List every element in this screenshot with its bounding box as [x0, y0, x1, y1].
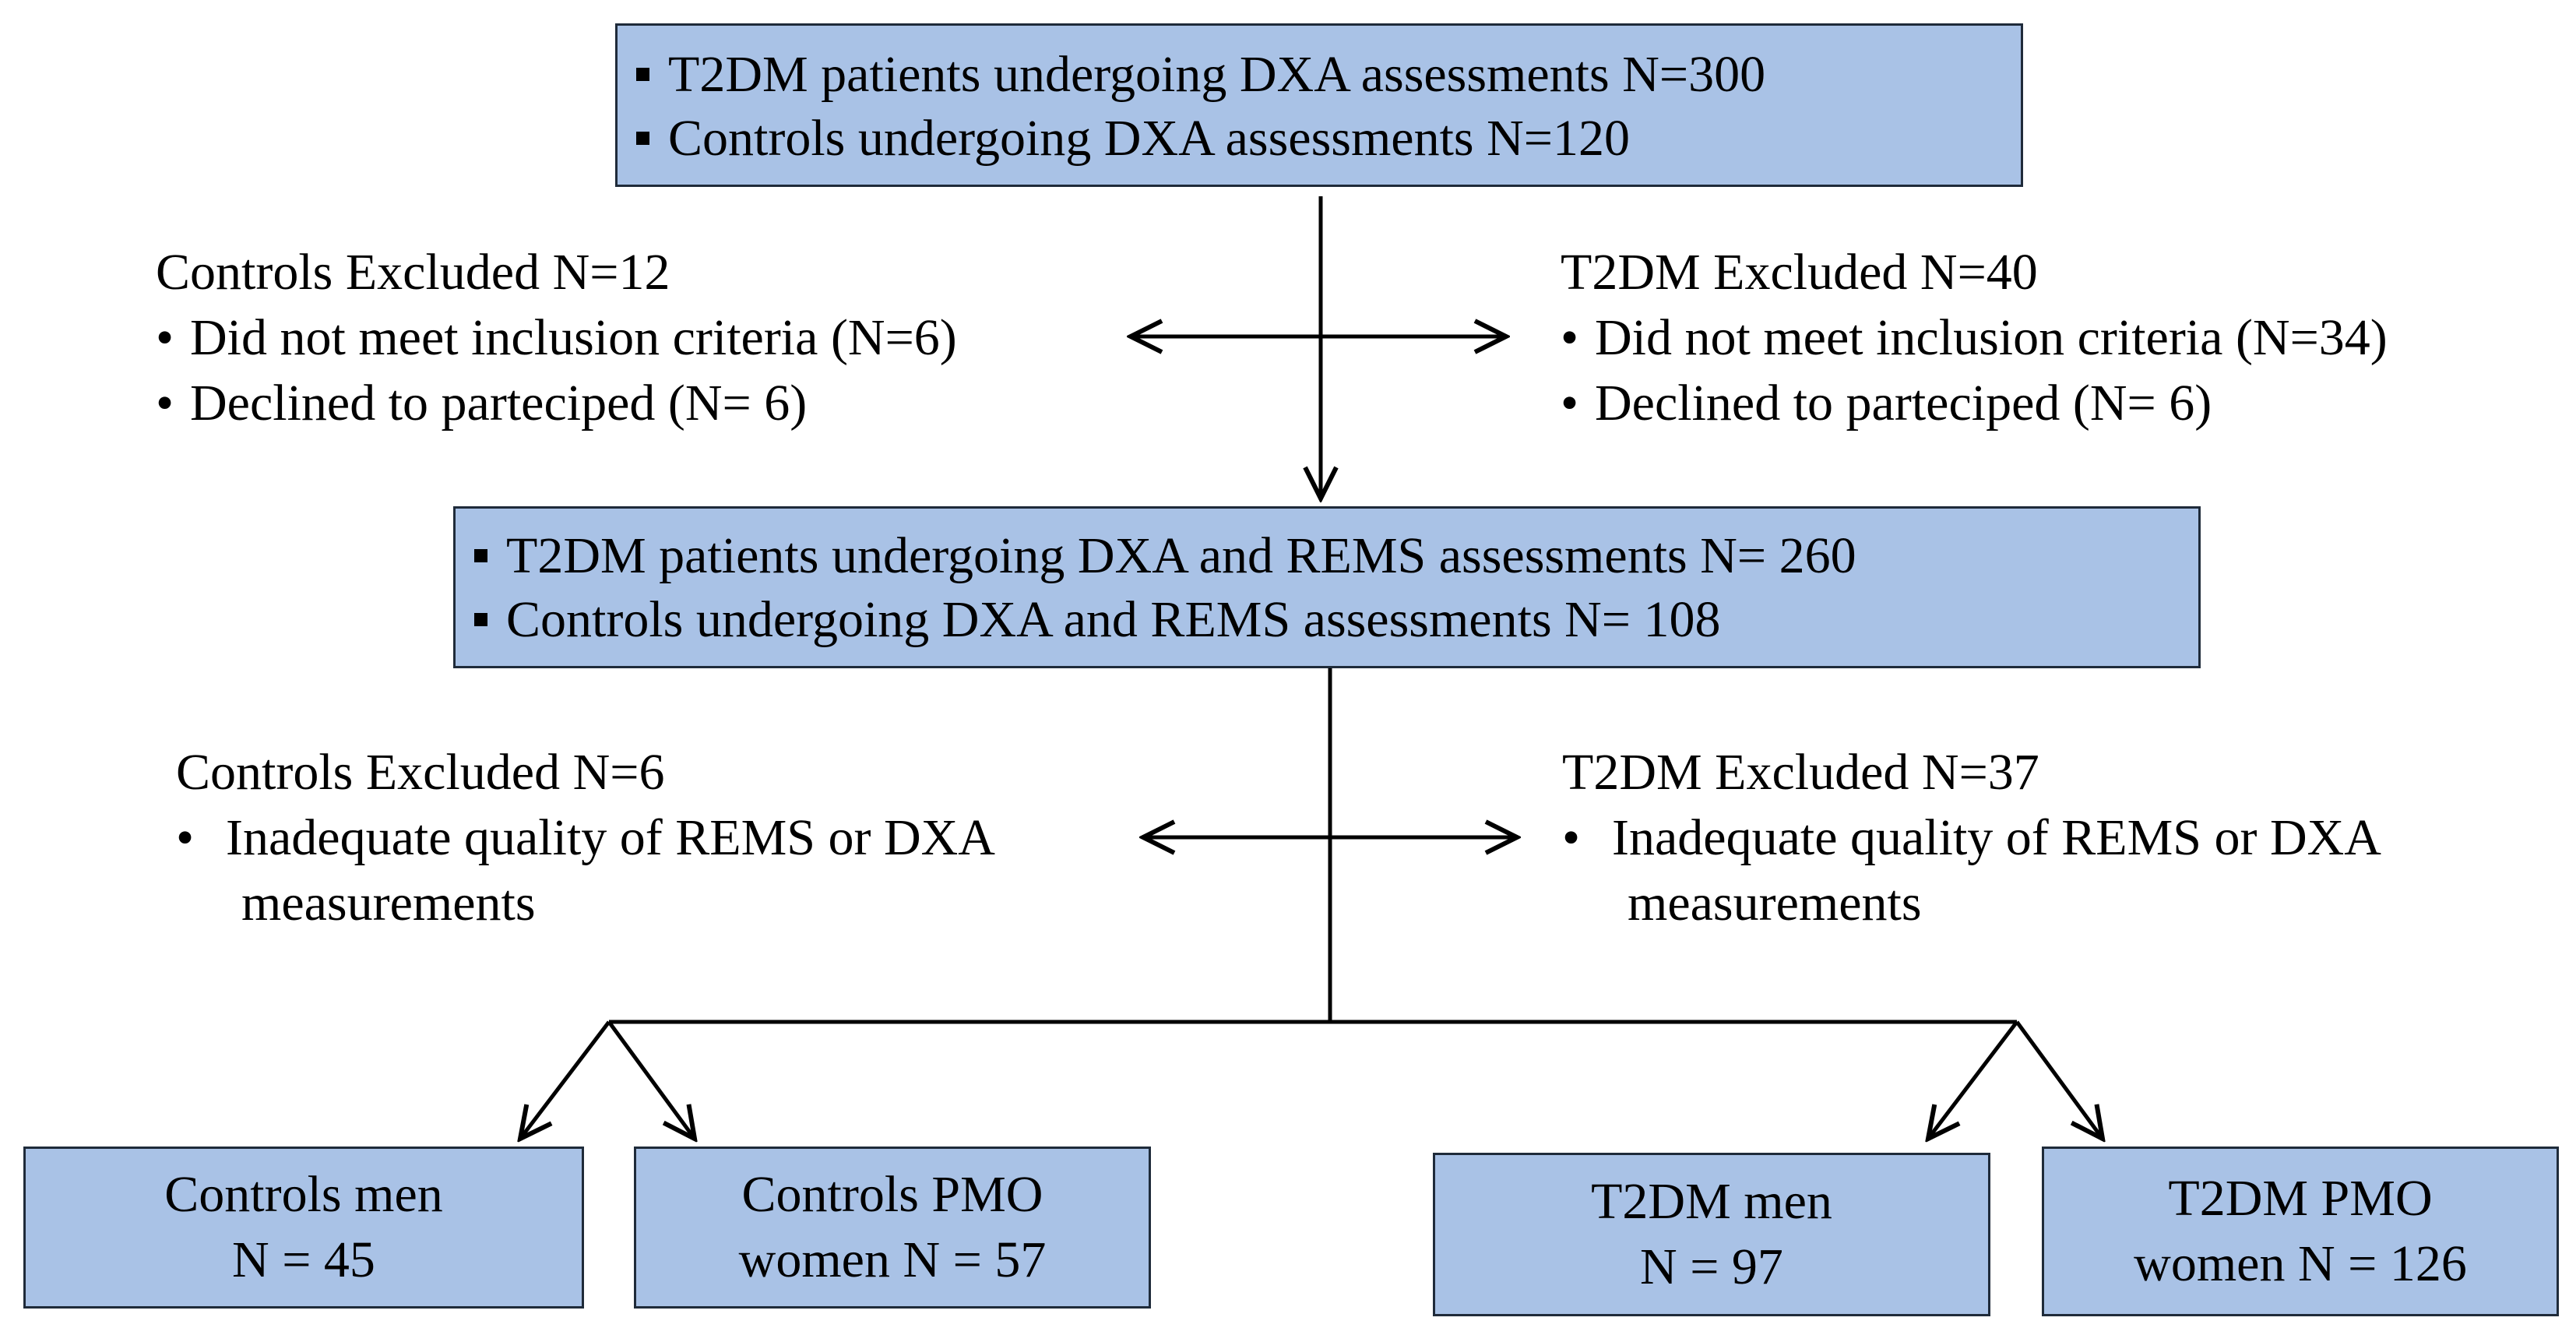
group-box-t2dm-men: T2DM men N = 97: [1433, 1153, 1990, 1316]
square-bullet-icon: [474, 613, 487, 627]
bullet-icon: •: [1561, 309, 1579, 366]
exclusion-1-right: T2DM Excluded N=40 •Did not meet inclusi…: [1561, 240, 2388, 436]
exclusion-title: Controls Excluded N=6: [176, 744, 665, 801]
middle-box-item: T2DM patients undergoing DXA and REMS as…: [465, 524, 2198, 588]
exclusion-item: •Declined to parteciped (N= 6): [156, 371, 957, 436]
middle-box: T2DM patients undergoing DXA and REMS as…: [453, 506, 2201, 668]
exclusion-item: •Inadequate quality of REMS or DXA: [176, 805, 995, 871]
arrow-controls-men: [520, 1020, 611, 1139]
group-box-controls-men: Controls men N = 45: [23, 1147, 584, 1309]
exclusion-item-continuation: measurements: [1628, 875, 1922, 932]
arrow-controls-pmo: [607, 1020, 695, 1139]
middle-box-list: T2DM patients undergoing DXA and REMS as…: [465, 524, 2198, 652]
square-bullet-icon: [636, 68, 649, 82]
group-label: T2DM men: [1591, 1173, 1832, 1230]
exclusion-item-continuation: measurements: [241, 875, 536, 932]
middle-box-item: Controls undergoing DXA and REMS assessm…: [465, 588, 2198, 652]
bullet-icon: •: [1562, 809, 1581, 866]
exclusion-item: •Did not meet inclusion criteria (N=6): [156, 305, 957, 371]
square-bullet-icon: [474, 549, 487, 563]
bullet-icon: •: [156, 309, 174, 366]
exclusion-item: •Inadequate quality of REMS or DXA: [1562, 805, 2381, 871]
square-bullet-icon: [636, 132, 649, 146]
arrow-t2dm-men: [1928, 1020, 2018, 1139]
top-box-list: T2DM patients undergoing DXA assessments…: [627, 43, 2021, 171]
group-count: women N = 126: [2134, 1235, 2467, 1292]
exclusion-title: T2DM Excluded N=40: [1561, 244, 2038, 301]
top-box-item: T2DM patients undergoing DXA assessments…: [627, 43, 2021, 107]
exclusion-2-right: T2DM Excluded N=37 •Inadequate quality o…: [1562, 740, 2381, 936]
group-label: Controls PMO: [741, 1166, 1043, 1223]
top-box: T2DM patients undergoing DXA assessments…: [615, 23, 2023, 187]
exclusion-1-left: Controls Excluded N=12 •Did not meet inc…: [156, 240, 957, 436]
exclusion-item: •Declined to parteciped (N= 6): [1561, 371, 2388, 436]
group-label: T2DM PMO: [2168, 1170, 2433, 1227]
bullet-icon: •: [1561, 375, 1579, 431]
exclusion-2-left: Controls Excluded N=6 •Inadequate qualit…: [176, 740, 995, 936]
group-box-t2dm-pmo: T2DM PMO women N = 126: [2042, 1147, 2559, 1316]
group-label: Controls men: [164, 1166, 443, 1223]
exclusion-item: •Did not meet inclusion criteria (N=34): [1561, 305, 2388, 371]
exclusion-title: T2DM Excluded N=37: [1562, 744, 2039, 801]
group-count: N = 45: [232, 1231, 375, 1288]
bullet-icon: •: [176, 809, 195, 866]
bullet-icon: •: [156, 375, 174, 431]
exclusion-title: Controls Excluded N=12: [156, 244, 670, 301]
group-count: women N = 57: [738, 1231, 1047, 1288]
top-box-item: Controls undergoing DXA assessments N=12…: [627, 107, 2021, 171]
arrow-t2dm-pmo: [2015, 1020, 2103, 1139]
group-count: N = 97: [1640, 1238, 1783, 1295]
group-box-controls-pmo: Controls PMO women N = 57: [634, 1147, 1151, 1309]
